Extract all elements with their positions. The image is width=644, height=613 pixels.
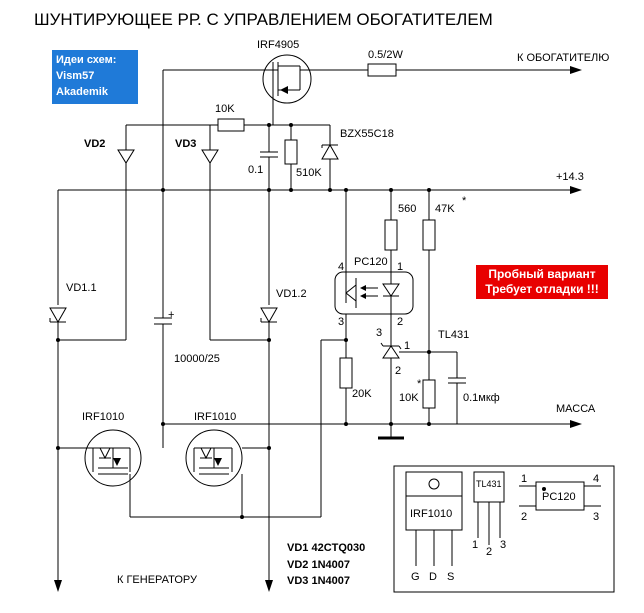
output-rail (163, 66, 582, 74)
pc120-package (535, 481, 585, 511)
resistor-20k (339, 357, 353, 389)
irf1010-mosfet-right (185, 429, 243, 487)
pinout-tl431-3: 3 (500, 539, 506, 551)
resistor-20k-label: 20K (352, 388, 372, 400)
plus-rail-label: +14.3 (556, 171, 584, 183)
warning-note: Пробный вариант Требует отладки !!! (476, 265, 608, 299)
pc120-pin1: 1 (397, 261, 403, 273)
cap-0-1mkf-label: 0.1мкф (463, 392, 500, 404)
resistor-510k (284, 139, 298, 165)
pinout-box (393, 465, 615, 593)
resistor-560 (384, 219, 398, 251)
irf1010-right-label: IRF1010 (194, 411, 236, 423)
credits-line: Идеи схем: (56, 54, 117, 66)
cap-10000-label: 10000/25 (174, 353, 220, 365)
pinout-pc120-1: 1 (521, 473, 527, 485)
vd1-1-label: VD1.1 (66, 282, 97, 294)
resistor-47k-star: * (462, 195, 467, 207)
vd3-label: VD3 (175, 138, 196, 150)
enricher-label: К ОБОГАТИТЕЛЮ (517, 52, 609, 64)
credits-line: Vism57 (56, 70, 95, 82)
resistor-10k-gate (217, 118, 245, 132)
pc120-pin2: 2 (397, 316, 403, 328)
pc120-pin3: 3 (338, 316, 344, 328)
warning-line: Пробный вариант (488, 267, 596, 281)
pinout-pc120-4: 4 (593, 473, 599, 485)
tl431-label: TL431 (438, 329, 469, 341)
tl431-pin2: 2 (395, 365, 401, 377)
credits-line: Akademik (56, 86, 108, 98)
parts-vd1: VD1 42CTQ030 (287, 542, 365, 554)
parts-vd2: VD2 1N4007 (287, 559, 350, 571)
credits-box: Идеи схем: Vism57 Akademik (52, 50, 138, 104)
parts-vd3: VD3 1N4007 (287, 575, 350, 587)
irf4905-label: IRF4905 (257, 39, 299, 51)
generator-label: К ГЕНЕРАТОРУ (117, 574, 198, 586)
pinout-tl431-1: 1 (472, 539, 478, 551)
resistor-10k-star: * (417, 378, 422, 390)
pinout-d: D (429, 571, 437, 583)
tl431-pin1: 1 (404, 340, 410, 352)
shunt-resistor-label: 0.5/2W (368, 49, 403, 61)
resistor-10k-gate-label: 10K (215, 103, 235, 115)
irf1010-mosfet-left (84, 429, 142, 487)
vd1-2-label: VD1.2 (276, 288, 307, 300)
pc120-optocoupler (334, 271, 414, 315)
pc120-label: PC120 (354, 256, 388, 268)
pinout-s: S (447, 571, 454, 583)
pinout-irf1010-label: IRF1010 (410, 508, 452, 520)
vd2-label: VD2 (84, 138, 105, 150)
resistor-510k-label: 510K (296, 167, 322, 179)
resistor-47k (422, 219, 436, 251)
pinout-tl431-label: TL431 (476, 479, 502, 489)
pinout-pc120-3: 3 (593, 511, 599, 523)
irf4905-mosfet (260, 54, 314, 125)
cap-0-1-label: 0.1 (248, 164, 263, 176)
resistor-560-label: 560 (398, 203, 416, 215)
shunt-resistor (367, 63, 397, 77)
pinout-tl431-2: 2 (486, 546, 492, 558)
irf1010-left-label: IRF1010 (82, 411, 124, 423)
cap-plus-sign: + (168, 309, 174, 321)
zener-label: BZX55C18 (340, 128, 394, 140)
resistor-10k-adj-label: 10K (399, 392, 419, 404)
schematic-title: ШУНТИРУЮЩЕЕ РР. С УПРАВЛЕНИЕМ ОБОГАТИТЕЛ… (34, 10, 493, 29)
resistor-10k-adj (422, 379, 436, 409)
pinout-pc120-label: PC120 (542, 491, 576, 503)
warning-line: Требует отладки !!! (485, 282, 599, 296)
irf1010-package-tab (405, 471, 463, 497)
pc120-pin4: 4 (338, 261, 344, 273)
ground-label: МАССА (556, 403, 596, 415)
tl431-pin3: 3 (376, 327, 382, 339)
pinout-pc120-2: 2 (521, 511, 527, 523)
resistor-47k-label: 47K (435, 203, 455, 215)
pinout-g: G (411, 571, 420, 583)
